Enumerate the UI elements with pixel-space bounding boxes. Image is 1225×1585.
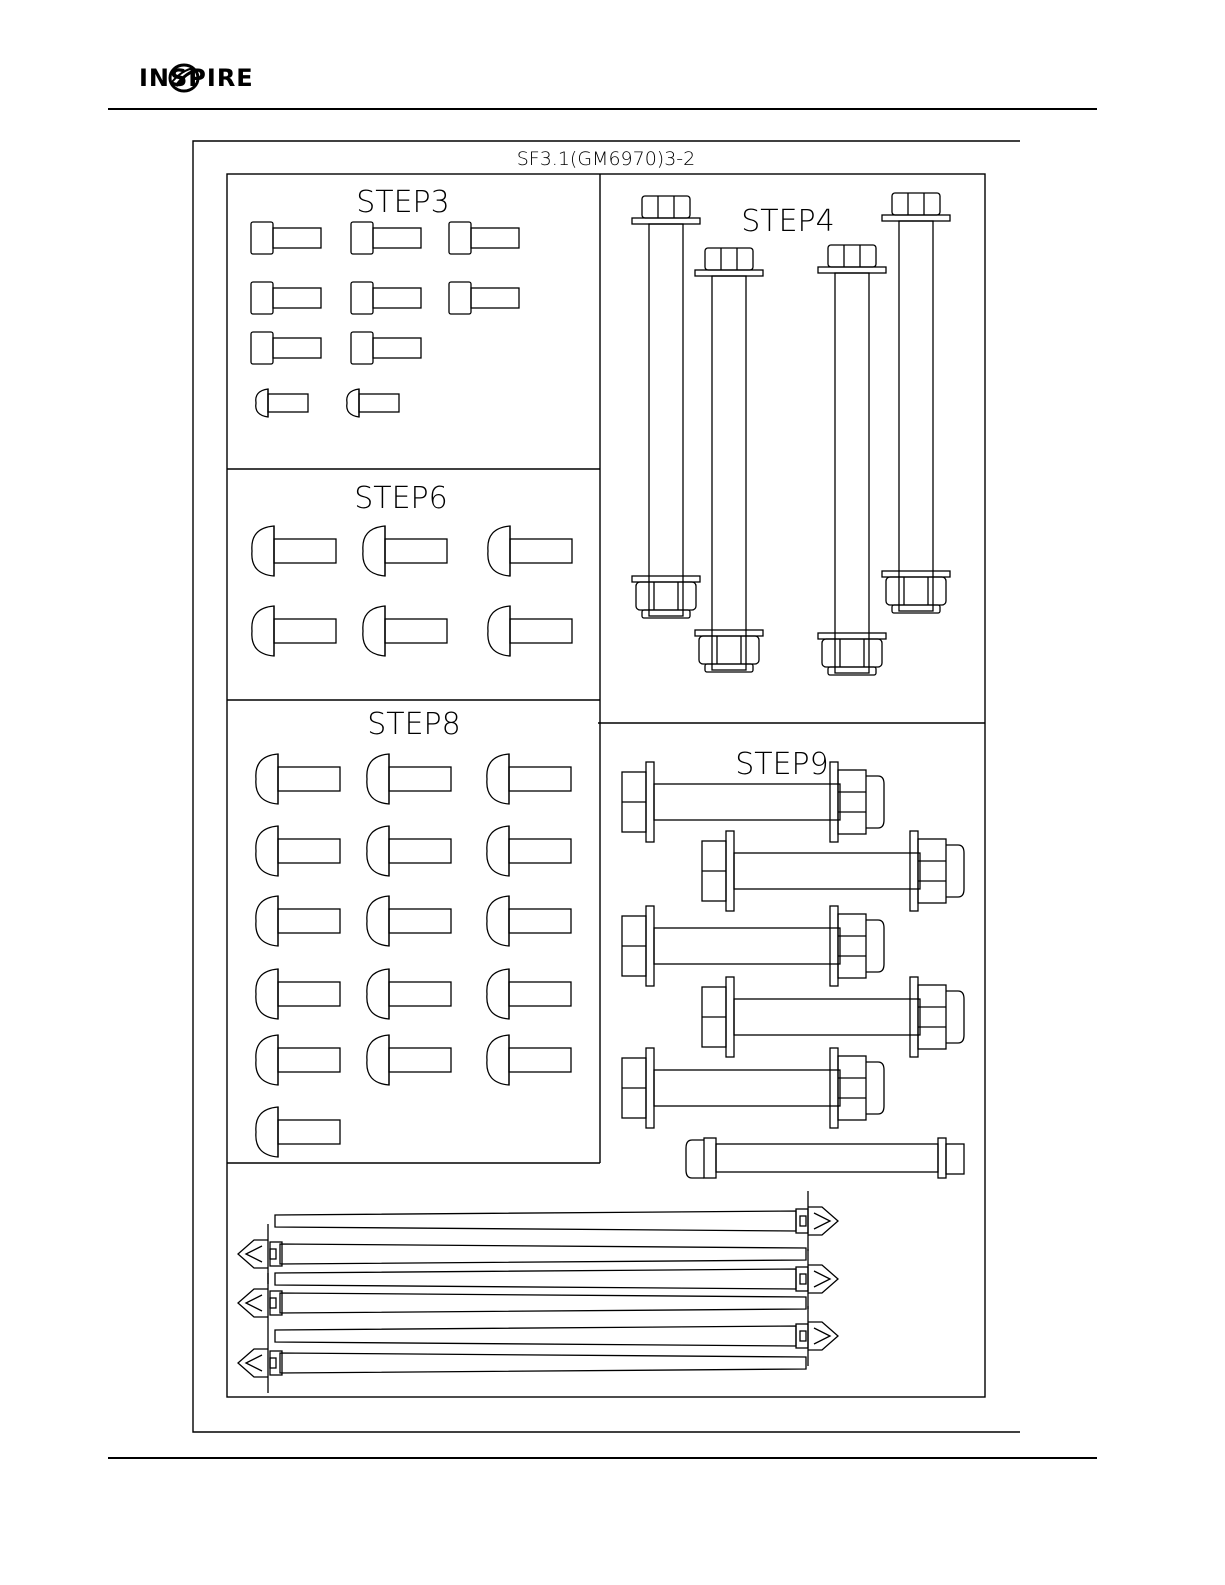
step4-label: STEP4 xyxy=(741,204,835,239)
button-head-bolt xyxy=(487,896,571,946)
button-head-bolt xyxy=(487,754,571,804)
button-head-bolt xyxy=(367,969,451,1019)
button-head-bolt xyxy=(488,526,572,576)
step3-label: STEP3 xyxy=(356,185,450,220)
button-head-bolt xyxy=(256,1107,340,1157)
socket-cap-bolt xyxy=(351,222,421,254)
cable-tie xyxy=(238,1273,806,1333)
button-head-bolt xyxy=(487,826,571,876)
small-hex-bolt-with-nut xyxy=(686,1138,964,1178)
small-button-screw xyxy=(347,389,399,417)
inner-frame xyxy=(227,174,985,1397)
sheet-title: SF3.1(GM6970)3-2 xyxy=(517,148,696,170)
button-head-bolt xyxy=(252,606,336,656)
step6-label: STEP6 xyxy=(354,481,448,516)
button-head-bolt xyxy=(367,896,451,946)
long-hex-bolt xyxy=(818,245,886,675)
socket-cap-bolt xyxy=(251,282,321,314)
socket-cap-bolt xyxy=(251,332,321,364)
hex-flange-bolt xyxy=(622,906,884,986)
button-head-bolt xyxy=(256,826,340,876)
socket-cap-bolt xyxy=(351,332,421,364)
small-button-screw xyxy=(256,389,308,417)
long-hex-bolt xyxy=(695,248,763,672)
sheet-frame xyxy=(193,141,1020,1432)
button-head-bolt xyxy=(256,896,340,946)
button-head-bolt xyxy=(363,526,447,576)
button-head-bolt xyxy=(256,969,340,1019)
cable-tie xyxy=(275,1249,838,1309)
hex-flange-bolt xyxy=(622,1048,884,1128)
hex-flange-bolt xyxy=(702,831,964,911)
button-head-bolt xyxy=(488,606,572,656)
long-hex-bolt xyxy=(882,193,950,613)
button-head-bolt xyxy=(256,1035,340,1085)
socket-cap-bolt xyxy=(449,282,519,314)
socket-cap-bolt xyxy=(351,282,421,314)
step8-label: STEP8 xyxy=(367,707,461,742)
cable-tie xyxy=(275,1191,838,1251)
hex-flange-bolt xyxy=(702,977,964,1057)
button-head-bolt xyxy=(367,754,451,804)
button-head-bolt xyxy=(363,606,447,656)
long-hex-bolt xyxy=(632,196,700,618)
button-head-bolt xyxy=(487,1035,571,1085)
button-head-bolt xyxy=(367,826,451,876)
button-head-bolt xyxy=(252,526,336,576)
socket-cap-bolt xyxy=(449,222,519,254)
button-head-bolt xyxy=(256,754,340,804)
button-head-bolt xyxy=(487,969,571,1019)
step9-label: STEP9 xyxy=(735,747,829,782)
button-head-bolt xyxy=(367,1035,451,1085)
cable-tie xyxy=(238,1224,806,1284)
socket-cap-bolt xyxy=(251,222,321,254)
